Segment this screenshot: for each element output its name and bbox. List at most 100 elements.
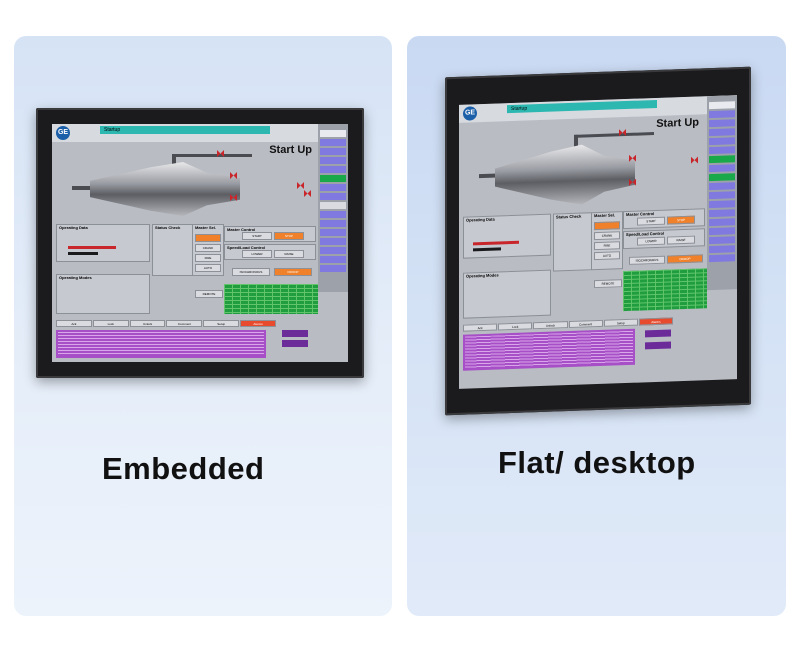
- panel-heading: Operating Data: [466, 216, 495, 223]
- side-menu-item[interactable]: [320, 202, 346, 209]
- start-button[interactable]: START: [637, 216, 665, 226]
- crank-button[interactable]: CRANK: [594, 231, 620, 241]
- master-reset-button[interactable]: [282, 330, 308, 337]
- silence-button[interactable]: [645, 341, 671, 350]
- side-menu-item[interactable]: [320, 238, 346, 245]
- side-menu-item[interactable]: [709, 155, 735, 164]
- side-menu-item[interactable]: [320, 229, 346, 236]
- side-menu-item[interactable]: [709, 164, 735, 173]
- side-menu-item[interactable]: [320, 139, 346, 146]
- side-menu-item[interactable]: [709, 227, 735, 236]
- valve-icon[interactable]: [691, 157, 698, 164]
- tab-ack[interactable]: Ack: [56, 320, 92, 327]
- side-menu-item[interactable]: [320, 166, 346, 173]
- timer-bar: [68, 252, 98, 255]
- side-menu-item[interactable]: [320, 130, 346, 137]
- tab-unlock[interactable]: Unlock: [129, 320, 166, 327]
- fire-button[interactable]: FIRE: [195, 254, 221, 262]
- ge-logo-icon: GE: [56, 126, 70, 140]
- side-menu-item[interactable]: [709, 101, 735, 110]
- embedded-monitor: GE Startup Start Up: [36, 108, 364, 378]
- side-menu-item[interactable]: [709, 137, 735, 146]
- valve-icon[interactable]: [217, 150, 224, 157]
- side-menu-item[interactable]: [709, 110, 735, 119]
- side-menu-item[interactable]: [320, 175, 346, 182]
- side-menu-item[interactable]: [320, 148, 346, 155]
- side-menu-item[interactable]: [320, 247, 346, 254]
- off-button[interactable]: [195, 234, 221, 242]
- hmi-side-menu: [318, 124, 348, 292]
- status-check-panel: Status Check: [152, 224, 194, 276]
- panel-heading: Operating Data: [59, 225, 88, 230]
- side-menu-item[interactable]: [709, 182, 735, 191]
- side-menu-item[interactable]: [709, 173, 735, 182]
- side-menu-item[interactable]: [709, 191, 735, 200]
- discharge-pipe: [172, 154, 252, 157]
- side-menu-item[interactable]: [709, 119, 735, 128]
- droop-button[interactable]: DROOP: [274, 268, 312, 276]
- tab-setup[interactable]: Setup: [603, 318, 638, 327]
- hmi-screen-embedded: GE Startup Start Up: [52, 124, 348, 362]
- caption-embedded: Embedded: [102, 451, 265, 486]
- side-menu-item[interactable]: [709, 209, 735, 218]
- raise-button[interactable]: RAISE: [274, 250, 304, 258]
- stop-button[interactable]: STOP: [274, 232, 304, 240]
- valve-icon[interactable]: [230, 194, 237, 201]
- tab-alarms[interactable]: Alarms: [638, 317, 674, 326]
- discharge-pipe: [172, 154, 176, 170]
- master-reset-button[interactable]: [645, 329, 671, 338]
- discharge-pipe: [574, 132, 654, 138]
- start-button[interactable]: START: [242, 232, 272, 240]
- side-menu-item[interactable]: [709, 245, 735, 254]
- tab-unlock[interactable]: Unlock: [533, 321, 568, 330]
- side-menu-item[interactable]: [320, 256, 346, 263]
- lower-button[interactable]: LOWER: [242, 250, 272, 258]
- side-menu-item[interactable]: [709, 254, 735, 263]
- tab-comment[interactable]: Comment: [166, 320, 203, 327]
- tab-setup[interactable]: Setup: [203, 320, 240, 327]
- tab-ack[interactable]: Ack: [463, 323, 498, 332]
- caption-flat-desktop: Flat/ desktop: [498, 445, 696, 480]
- isochronous-button[interactable]: ISOCHRONOUS: [232, 268, 270, 276]
- crank-button[interactable]: CRANK: [195, 244, 221, 252]
- side-menu-item[interactable]: [320, 157, 346, 164]
- side-menu-item[interactable]: [709, 236, 735, 245]
- lower-button[interactable]: LOWER: [637, 236, 665, 246]
- operating-modes-panel: Operating Modes: [56, 274, 150, 314]
- isochronous-button[interactable]: ISOCHRONOUS: [629, 255, 665, 265]
- valve-icon[interactable]: [297, 182, 304, 189]
- gas-turbine-diagram: [90, 162, 240, 216]
- remote-button[interactable]: REMOTE: [594, 279, 622, 289]
- timer-bar: [68, 246, 116, 249]
- stop-button[interactable]: STOP: [667, 215, 695, 225]
- alarm-log: [56, 330, 266, 358]
- tab-alarms[interactable]: Alarms: [240, 320, 276, 327]
- side-menu-item[interactable]: [709, 128, 735, 137]
- side-menu-item[interactable]: [320, 184, 346, 191]
- side-menu-item[interactable]: [320, 193, 346, 200]
- fire-button[interactable]: FIRE: [594, 241, 620, 251]
- droop-button[interactable]: DROOP: [667, 254, 703, 264]
- auto-button[interactable]: AUTO: [195, 264, 221, 272]
- operating-data-panel: Operating Data: [56, 224, 150, 262]
- off-button[interactable]: [594, 221, 620, 231]
- side-menu-item[interactable]: [709, 200, 735, 209]
- side-menu-item[interactable]: [320, 211, 346, 218]
- silence-button[interactable]: [282, 340, 308, 347]
- side-menu-item[interactable]: [709, 146, 735, 155]
- gas-turbine-diagram: [495, 143, 635, 208]
- side-menu-item[interactable]: [320, 265, 346, 272]
- valve-icon[interactable]: [230, 172, 237, 179]
- remote-button[interactable]: REMOTE: [195, 290, 223, 298]
- hmi-heading: Start Up: [656, 116, 699, 130]
- tab-lock[interactable]: Lock: [92, 320, 129, 327]
- tab-lock[interactable]: Lock: [498, 322, 533, 331]
- raise-button[interactable]: RAISE: [667, 235, 695, 245]
- hmi-screen-flat: GE Startup Start Up: [459, 95, 737, 389]
- valve-icon[interactable]: [304, 190, 311, 197]
- tab-comment[interactable]: Comment: [568, 319, 603, 329]
- operating-modes-panel: Operating Modes: [463, 269, 551, 319]
- side-menu-item[interactable]: [709, 218, 735, 227]
- auto-button[interactable]: AUTO: [594, 251, 620, 261]
- side-menu-item[interactable]: [320, 220, 346, 227]
